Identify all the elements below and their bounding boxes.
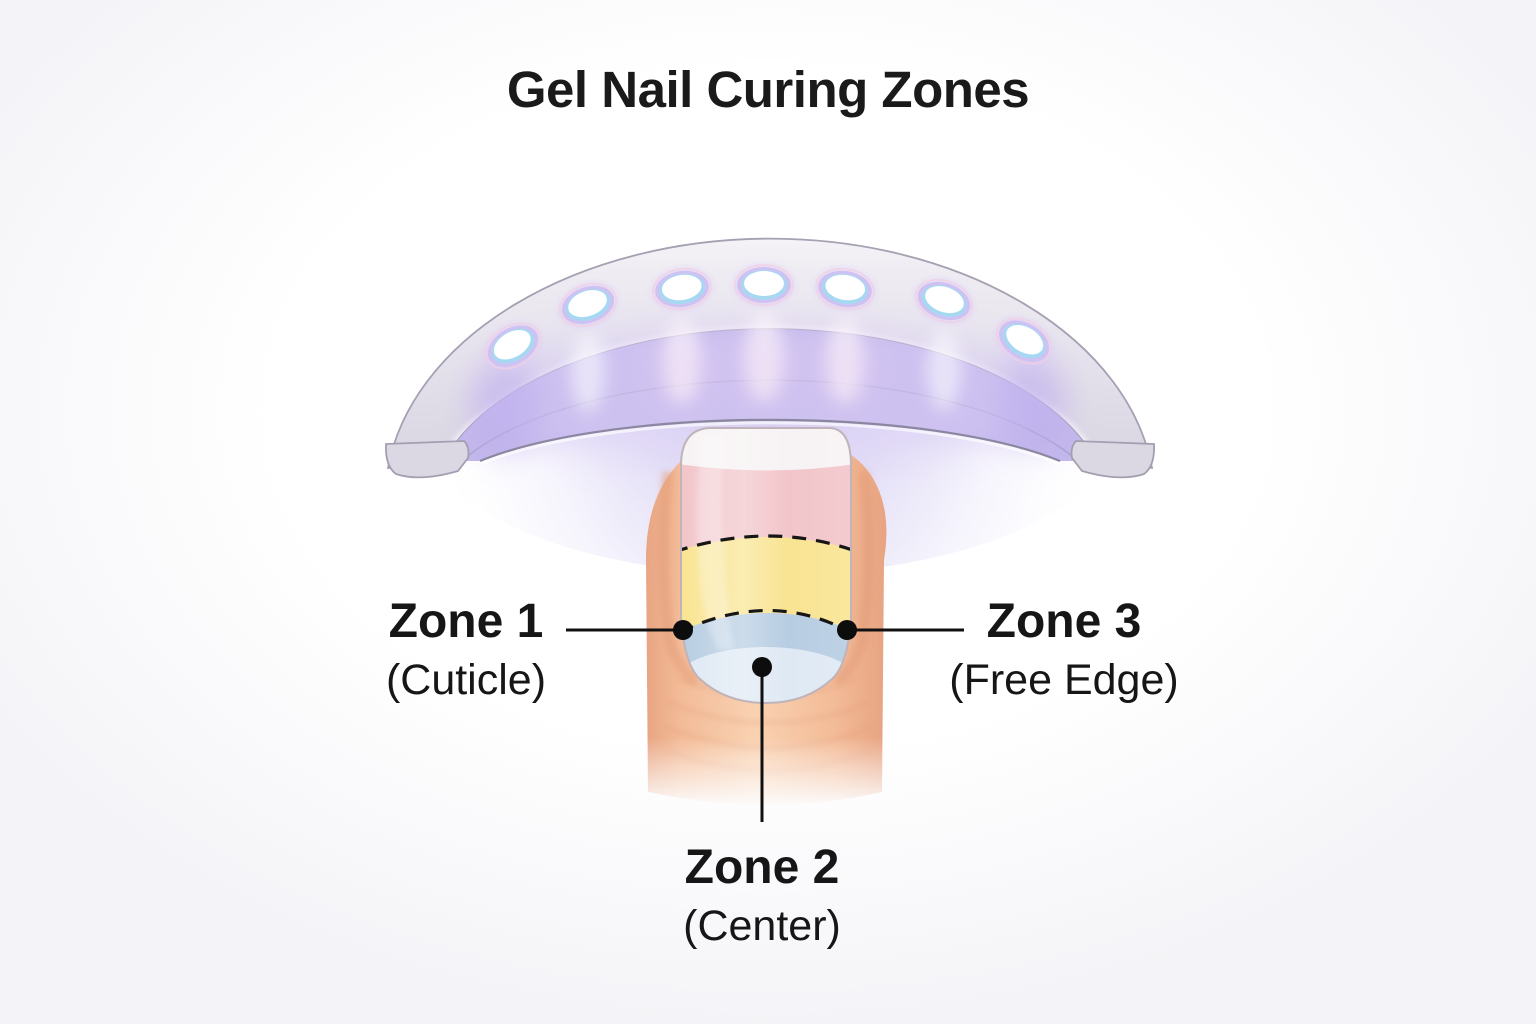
nail-fold-left [657,471,700,687]
led-light [990,312,1058,370]
lamp-foot-right [1070,440,1155,479]
led-light [728,259,800,311]
marker-dot-zone1 [673,620,693,640]
led-light [809,262,881,316]
lamp-lip-line [479,418,1061,463]
nail-fold-right [832,471,875,687]
page-title: Gel Nail Curing Zones [506,61,1030,118]
led-light [646,262,718,316]
zone1-name: Zone 1 [388,595,544,648]
led-light [479,317,547,375]
marker-dot-zone3 [837,620,857,640]
lamp-lip-highlight [479,421,1061,466]
zone2-name: Zone 2 [684,841,840,894]
led-light [552,277,624,333]
zone1-label: Zone 1 (Cuticle) [296,592,636,708]
marker-dot-zone2 [752,657,772,677]
nail-outline [680,427,852,705]
led-light [908,273,980,329]
led-lights [479,259,1058,375]
dashed-boundary-yellow-blue [681,608,851,634]
led-light-rays [470,312,1067,453]
finger-and-nail [646,427,887,805]
zone2-label: Zone 2 (Center) [592,838,932,954]
zone3-name: Zone 3 [986,595,1142,648]
zone2-sublabel: (Center) [683,902,841,950]
zone1-sublabel: (Cuticle) [385,656,547,704]
nail-highlight-streak [697,434,734,650]
lamp-foot-left [385,440,470,479]
zone3-sublabel: (Free Edge) [949,656,1179,704]
zone3-label: Zone 3 (Free Edge) [894,592,1234,708]
leader-lines [566,620,964,822]
